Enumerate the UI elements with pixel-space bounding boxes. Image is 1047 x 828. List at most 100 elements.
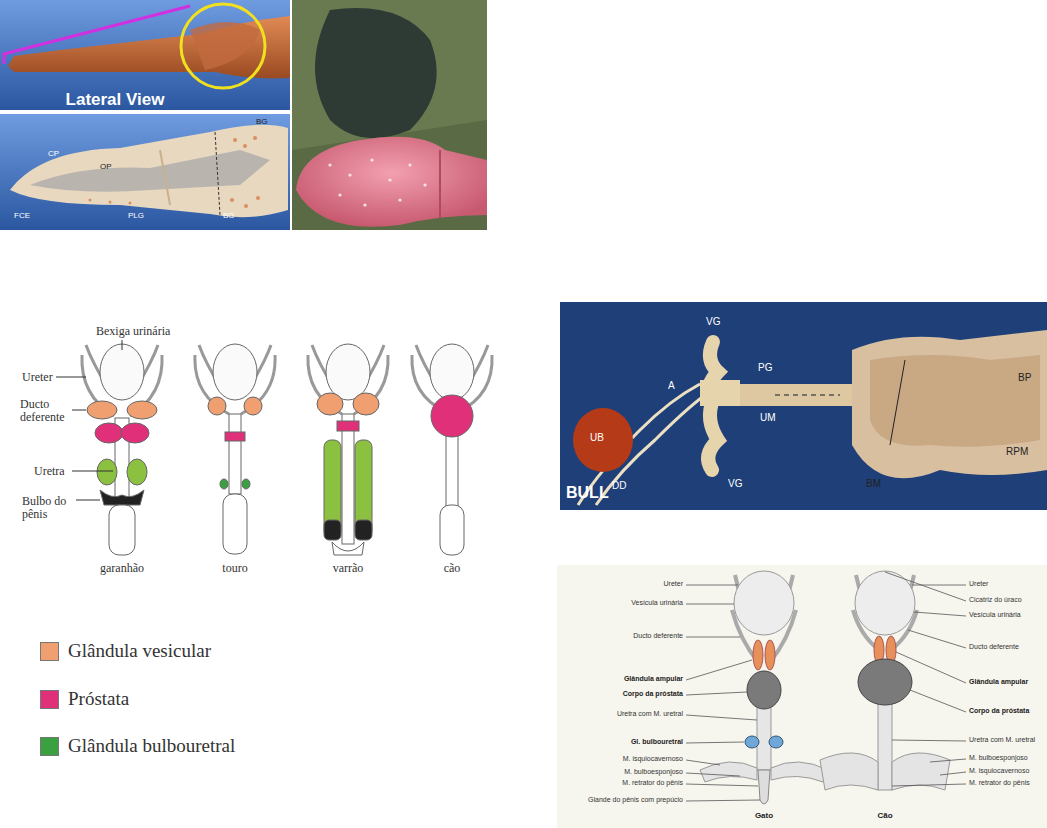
part-label: CP xyxy=(48,150,59,159)
penis-photo-section-part xyxy=(160,150,170,205)
part-label: M. retrator do pênis xyxy=(622,779,683,787)
species-diagram-part-part xyxy=(317,393,343,415)
photo-title: BULL xyxy=(566,484,609,502)
cat-dog-diagram-part xyxy=(769,736,783,748)
legend-text: Próstata xyxy=(68,688,129,710)
part-label: Vesícula urinária xyxy=(631,599,683,607)
species-diagram-part-part xyxy=(440,505,464,555)
part-label: BP xyxy=(1018,372,1031,383)
part-label: Corpo da próstata xyxy=(623,690,683,698)
species-name: Cão xyxy=(877,812,892,821)
bull-photo-part xyxy=(573,408,633,472)
cat-dog-diagram-part-part xyxy=(686,692,747,695)
cat-dog-diagram-part-part xyxy=(686,773,740,776)
cat-dog-diagram-part-part xyxy=(686,742,744,743)
glans-photo-part-part xyxy=(408,163,411,166)
bull-photo-part xyxy=(740,384,852,406)
cat-dog-diagram-part-part xyxy=(892,740,966,741)
species-diagram-part-part xyxy=(431,395,473,437)
species-diagram-part-part xyxy=(97,459,117,485)
penis-photo-section-part-part xyxy=(89,199,92,202)
cat-dog-diagram-part xyxy=(765,640,775,670)
species-diagram-part-part xyxy=(332,542,364,555)
species-diagram-part-part xyxy=(72,471,113,472)
penis-photo-section-part-part xyxy=(233,138,237,142)
glans-photo-part-part xyxy=(370,158,373,161)
penis-photo-section-part xyxy=(0,114,290,230)
species-diagram-part-part xyxy=(324,520,341,540)
penis-photo-section-part-part xyxy=(253,136,257,140)
penis-photo-section-part-part xyxy=(243,144,247,148)
legend-text: Glândula bulbouretral xyxy=(68,735,235,757)
cat-dog-diagram xyxy=(557,565,1047,828)
part-label: M. isquiocavernoso xyxy=(623,755,683,763)
cat-dog-diagram-part xyxy=(820,753,950,790)
cat-dog-diagram-part-part xyxy=(930,759,966,762)
glans-photo-part xyxy=(296,137,487,227)
glans-photo-part-part xyxy=(423,183,426,186)
part-label: Gl. bulbouretral xyxy=(631,738,683,746)
cat-dog-diagram-part xyxy=(734,571,794,635)
species-diagram-part-part xyxy=(223,494,247,554)
photo-title: Lateral View xyxy=(66,91,165,110)
penis-photo-section-part-part xyxy=(109,201,112,204)
bull-photo-part xyxy=(852,330,1047,478)
penis-photo-lateral-part xyxy=(190,22,260,70)
part-label: Bulbo do pênis xyxy=(22,495,74,521)
cat-dog-diagram-part-part xyxy=(686,715,757,720)
species-diagram-part-part xyxy=(195,355,275,414)
glans-photo-part-part xyxy=(388,178,391,181)
part-label: FCE xyxy=(14,212,30,221)
species-diagram-part-part xyxy=(95,423,123,443)
glans-photo-part-part xyxy=(348,173,351,176)
species-diagram-part-part xyxy=(100,344,144,400)
part-label: PG xyxy=(758,362,772,373)
species-diagram-part-part xyxy=(100,490,144,505)
penis-photo-lateral-part xyxy=(8,16,290,78)
species-diagram-part-part xyxy=(109,505,135,555)
legend-text: Glândula vesicular xyxy=(68,640,211,662)
cat-dog-diagram-part xyxy=(758,770,770,804)
species-name: cão xyxy=(444,562,461,575)
penis-photo-section-part-part xyxy=(244,204,248,208)
legend-row: Glândula vesicular xyxy=(40,640,211,662)
cat-dog-diagram-part xyxy=(557,565,1047,828)
species-diagram-part-part xyxy=(326,344,370,400)
part-label: DD xyxy=(612,480,626,491)
species-diagram-part-part xyxy=(72,410,86,411)
species-diagram-part-part xyxy=(208,397,226,415)
cat-dog-diagram-part-part xyxy=(940,772,966,775)
part-label: RPM xyxy=(1006,446,1028,457)
part-label: Ducto deferente xyxy=(969,643,1019,651)
penis-photo-section-part xyxy=(89,136,261,208)
part-label: M. retrator do pênis xyxy=(969,779,1030,787)
penis-photo-lateral-part xyxy=(0,0,290,110)
glans-photo-part-part xyxy=(363,203,366,206)
cat-dog-diagram-part xyxy=(855,571,915,635)
part-label: Ureter xyxy=(664,580,683,588)
species-diagram-part-part xyxy=(121,423,149,443)
glans-photo-part xyxy=(328,158,426,206)
glans-photo-part xyxy=(315,8,437,138)
glans-photo-part-part xyxy=(398,198,401,201)
part-label: Glande do pênis com prepúcio xyxy=(588,796,683,804)
species-diagram-part-part xyxy=(87,401,117,419)
bull-photo-part xyxy=(700,380,740,406)
part-label: Bexiga urinária xyxy=(96,325,170,338)
species-diagram-part xyxy=(308,344,388,555)
part-label: OP xyxy=(100,163,112,172)
part-label: Vesícula urinária xyxy=(969,611,1021,619)
cat-dog-diagram-part-part xyxy=(686,637,740,638)
part-label: Ureter xyxy=(969,580,988,588)
penis-photo-section-part-part xyxy=(129,202,132,205)
species-diagram-part-part xyxy=(127,459,147,485)
bull-photo xyxy=(560,302,1047,510)
species-diagram-part-part xyxy=(225,432,245,441)
part-label: Corpo da próstata xyxy=(969,707,1029,715)
part-label: A xyxy=(668,380,675,391)
part-label: Ureter xyxy=(22,371,53,384)
glans-photo xyxy=(292,0,487,230)
cat-dog-diagram-part-part xyxy=(686,585,738,586)
cat-dog-diagram-part xyxy=(686,572,966,801)
